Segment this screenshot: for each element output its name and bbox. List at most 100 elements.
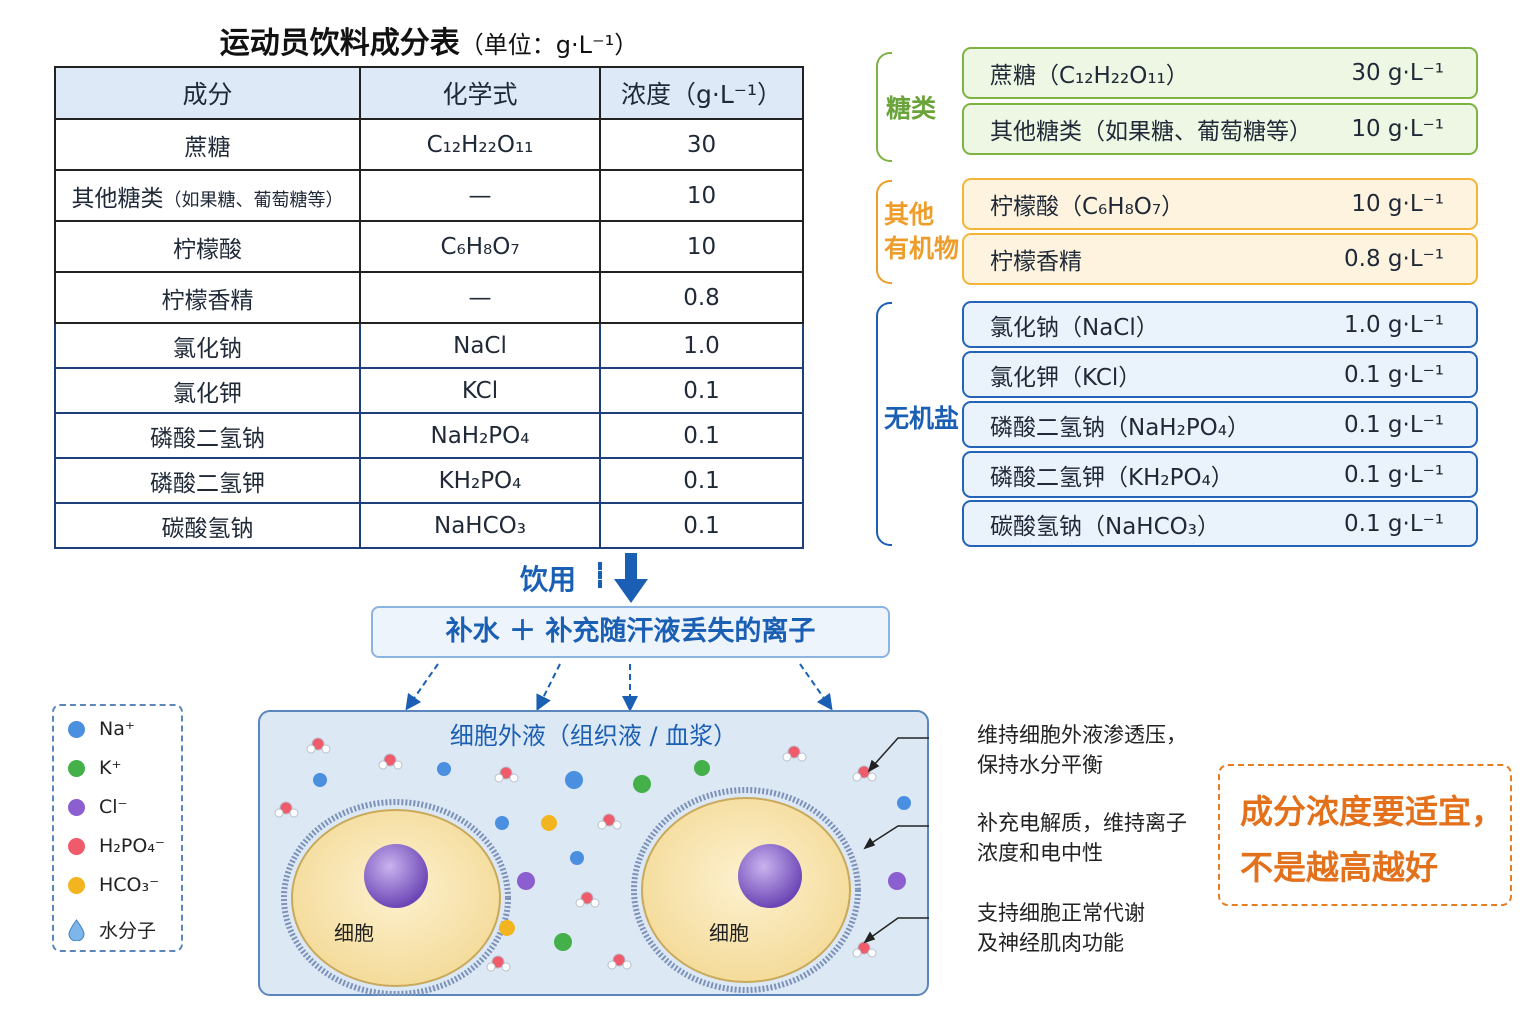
- annotation-lines: [863, 737, 929, 944]
- legend-item-hco3: HCO₃⁻: [68, 874, 159, 896]
- legend-item-k: K⁺: [68, 757, 122, 779]
- cell-name: 碳酸氢钠: [54, 502, 361, 549]
- table-row: 磷酸二氢钠 NaH₂PO₄ 0.1: [54, 412, 804, 459]
- card-name: 其他糖类（如果糖、葡萄糖等）: [990, 119, 1312, 145]
- cell-formula: C₁₂H₂₂O₁₁: [359, 118, 601, 171]
- cell-conc: 0.8: [599, 271, 804, 324]
- cell-formula: KH₂PO₄: [359, 457, 601, 504]
- legend-label: K⁺: [99, 757, 122, 779]
- nucleus: [738, 844, 802, 908]
- cell-conc: 0.1: [599, 367, 804, 414]
- row-name: 蔗糖: [184, 134, 231, 161]
- cell-name: 柠檬香精: [54, 271, 361, 324]
- chloride-dot-icon: [68, 798, 85, 816]
- ions: [313, 760, 911, 951]
- table-row: 氯化钠 NaCl 1.0: [54, 322, 804, 369]
- cell-conc: 1.0: [599, 322, 804, 369]
- potassium-dot-icon: [68, 759, 85, 777]
- title-unit: （单位：g·L⁻¹）: [459, 31, 639, 59]
- cell-name: 其他糖类（如果糖、葡萄糖等）: [54, 169, 361, 222]
- cell-left: [281, 799, 511, 996]
- card-name: 碳酸氢钠（NaHCO₃）: [990, 513, 1220, 540]
- row-name: 其他糖类: [71, 185, 164, 212]
- note-line: 及神经肌肉功能: [977, 931, 1124, 955]
- cell-name: 磷酸二氢钠: [54, 412, 361, 459]
- cell-label-left: 细胞: [334, 921, 374, 945]
- conclusion-box: 成分浓度要适宜， 不是越高越好: [1218, 764, 1512, 906]
- header-formula: 化学式: [359, 66, 601, 120]
- table-row: 氯化钾 KCl 0.1: [54, 367, 804, 414]
- nucleus: [364, 844, 428, 908]
- card-name: 柠檬酸（C₆H₈O₇）: [990, 194, 1185, 220]
- table-row: 柠檬香精 — 0.8: [54, 271, 804, 324]
- phosphate-dot-icon: [68, 837, 85, 855]
- brace-organic: [876, 180, 892, 284]
- group-label-organic: 其他 有机物: [884, 200, 960, 263]
- cell-conc: 0.1: [599, 412, 804, 459]
- cell-conc: 0.1: [599, 457, 804, 504]
- card-citric-acid: 柠檬酸（C₆H₈O₇） 10 g·L⁻¹: [962, 178, 1478, 230]
- table-header-row: 成分 化学式 浓度（g·L⁻¹）: [54, 66, 804, 120]
- card-value: 30 g·L⁻¹: [1351, 60, 1444, 86]
- card-value: 0.1 g·L⁻¹: [1344, 361, 1444, 388]
- note-line: 保持水分平衡: [977, 753, 1103, 777]
- title-main: 运动员饮料成分表: [219, 26, 460, 61]
- legend-label: Na⁺: [99, 718, 135, 740]
- cell-formula: NaCl: [359, 322, 601, 369]
- drink-label: 饮用: [520, 563, 577, 596]
- cell-conc: 0.1: [599, 502, 804, 549]
- bicarbonate-dot-icon: [68, 876, 85, 894]
- dashed-arrows: [405, 663, 833, 712]
- table-row: 蔗糖 C₁₂H₂₂O₁₁ 30: [54, 118, 804, 171]
- card-other-sugar: 其他糖类（如果糖、葡萄糖等） 10 g·L⁻¹: [962, 103, 1478, 155]
- note-electrolyte: 补充电解质，维持离子 浓度和电中性: [977, 808, 1187, 868]
- header-ingredient: 成分: [54, 66, 361, 120]
- card-name: 蔗糖（C₁₂H₂₂O₁₁）: [990, 63, 1189, 89]
- cell-formula: C₆H₈O₇: [359, 220, 601, 273]
- supply-box: 补水 ＋ 补充随汗液丢失的离子: [371, 606, 890, 658]
- cell-formula: —: [359, 169, 601, 222]
- cell-formula: NaH₂PO₄: [359, 412, 601, 459]
- legend-item-na: Na⁺: [68, 718, 135, 740]
- note-metabolism: 支持细胞正常代谢 及神经肌肉功能: [977, 898, 1145, 958]
- legend-label: 水分子: [99, 920, 157, 942]
- header-concentration: 浓度（g·L⁻¹）: [599, 66, 804, 120]
- card-name: 氯化钠（NaCl）: [990, 314, 1159, 341]
- card-value: 1.0 g·L⁻¹: [1344, 311, 1444, 338]
- cell-formula: —: [359, 271, 601, 324]
- note-osmotic: 维持细胞外液渗透压， 保持水分平衡: [977, 720, 1187, 780]
- cell-conc: 10: [599, 220, 804, 273]
- card-value: 0.1 g·L⁻¹: [1344, 461, 1444, 488]
- card-name: 氯化钾（KCl）: [990, 364, 1142, 391]
- legend-item-cl: Cl⁻: [68, 796, 128, 818]
- water-molecules: [274, 737, 877, 972]
- note-line: 维持细胞外液渗透压，: [977, 723, 1187, 747]
- drink-dashes: [598, 562, 602, 588]
- table-row: 碳酸氢钠 NaHCO₃ 0.1: [54, 502, 804, 549]
- row-note: （如果糖、葡萄糖等）: [163, 189, 344, 211]
- ingredient-table: 成分 化学式 浓度（g·L⁻¹） 蔗糖 C₁₂H₂₂O₁₁ 30 其他糖类（如果…: [54, 66, 804, 549]
- conclusion-line: 不是越高越好: [1240, 848, 1438, 887]
- card-nahco3: 碳酸氢钠（NaHCO₃） 0.1 g·L⁻¹: [962, 500, 1478, 547]
- cell-name: 氯化钠: [54, 322, 361, 369]
- ecf-title: 细胞外液（组织液 / 血浆）: [449, 722, 738, 750]
- cell-formula: NaHCO₃: [359, 502, 601, 549]
- group-label-sugar: 糖类: [886, 94, 937, 123]
- card-name: 柠檬香精: [990, 249, 1082, 275]
- table-row: 其他糖类（如果糖、葡萄糖等） — 10: [54, 169, 804, 222]
- legend-label: Cl⁻: [99, 796, 128, 818]
- legend-label: H₂PO₄⁻: [99, 835, 165, 857]
- card-value: 0.1 g·L⁻¹: [1344, 411, 1444, 438]
- sodium-dot-icon: [68, 720, 85, 738]
- card-sucrose: 蔗糖（C₁₂H₂₂O₁₁） 30 g·L⁻¹: [962, 47, 1478, 99]
- cell-formula: KCl: [359, 367, 601, 414]
- note-line: 浓度和电中性: [977, 841, 1103, 865]
- table-row: 柠檬酸 C₆H₈O₇ 10: [54, 220, 804, 273]
- legend-item-water: 水分子: [68, 916, 156, 943]
- card-name: 磷酸二氢钾（KH₂PO₄）: [990, 464, 1234, 491]
- group-label-inorganic: 无机盐: [884, 404, 960, 433]
- legend-item-h2po4: H₂PO₄⁻: [68, 835, 165, 857]
- cell-right: [631, 787, 861, 993]
- conclusion-line: 成分浓度要适宜，: [1240, 792, 1504, 831]
- brace-sugar: [876, 52, 892, 162]
